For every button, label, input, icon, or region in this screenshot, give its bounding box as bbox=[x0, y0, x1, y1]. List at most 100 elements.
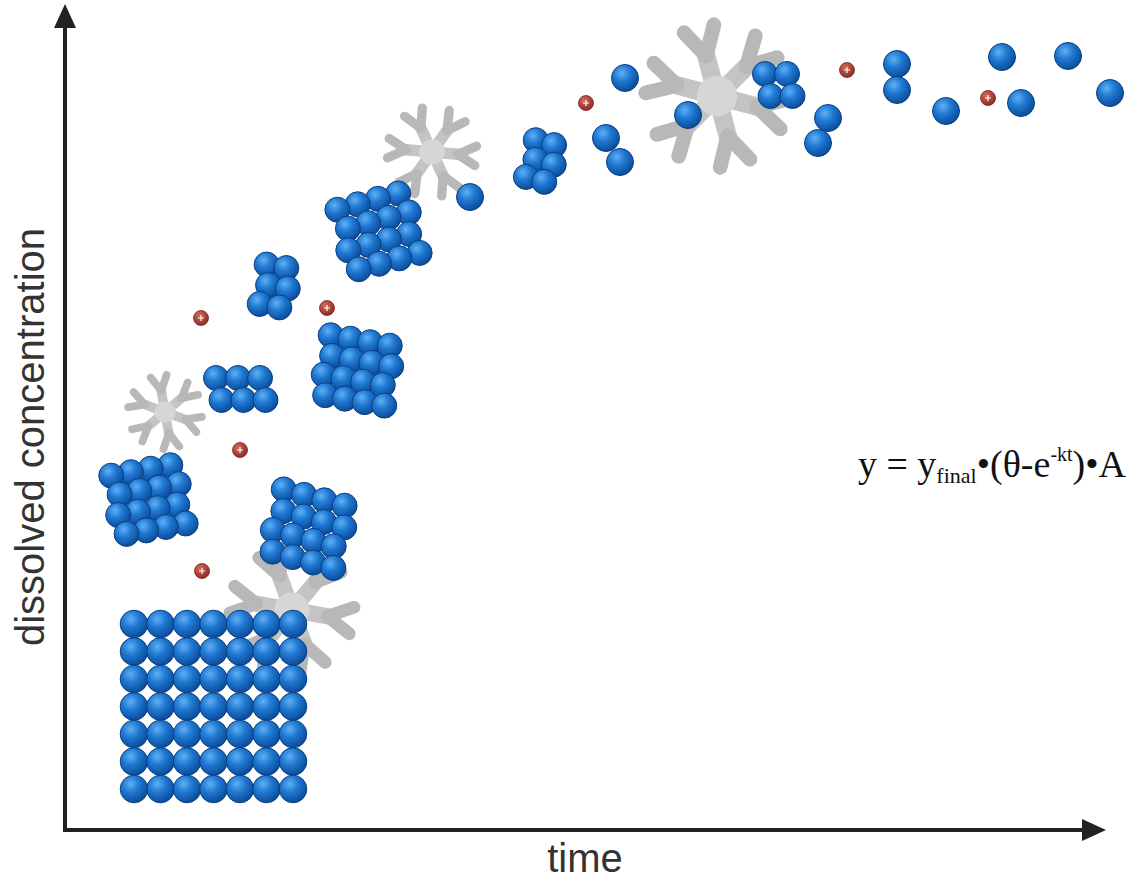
molecule-branch bbox=[719, 136, 728, 167]
particle bbox=[226, 665, 254, 693]
molecule-branch bbox=[388, 138, 407, 149]
ion bbox=[840, 63, 855, 78]
molecule-branch bbox=[132, 421, 148, 434]
molecule-branch bbox=[650, 63, 681, 85]
particle bbox=[267, 295, 292, 320]
molecule-core bbox=[151, 398, 178, 425]
particle bbox=[253, 720, 281, 748]
particle bbox=[147, 638, 175, 666]
molecule-branch bbox=[232, 586, 259, 603]
particle bbox=[120, 693, 148, 721]
molecule-branch bbox=[420, 108, 422, 128]
particle bbox=[231, 388, 256, 413]
molecule-branch bbox=[441, 176, 443, 196]
equation-subscript: final bbox=[936, 463, 976, 488]
ion bbox=[981, 91, 996, 106]
particle bbox=[675, 102, 702, 129]
axes bbox=[54, 4, 1106, 841]
equation-superscript: -kt bbox=[1050, 443, 1072, 465]
particle bbox=[147, 775, 175, 803]
particle bbox=[253, 748, 281, 776]
particle bbox=[120, 775, 148, 803]
particle bbox=[884, 51, 911, 78]
particle bbox=[173, 610, 201, 638]
molecule-branch bbox=[183, 419, 200, 432]
particle bbox=[120, 610, 148, 638]
particle bbox=[147, 693, 175, 721]
particle bbox=[226, 720, 254, 748]
particle bbox=[147, 748, 175, 776]
equation-part: •(θ-e bbox=[977, 443, 1051, 485]
ion bbox=[195, 564, 210, 579]
particle bbox=[933, 98, 960, 125]
particle bbox=[279, 693, 307, 721]
particle bbox=[253, 775, 281, 803]
grey-molecules bbox=[119, 12, 802, 679]
molecule-branch bbox=[161, 375, 167, 391]
particle bbox=[884, 77, 911, 104]
equation-part: )•A bbox=[1073, 443, 1126, 485]
particle bbox=[346, 257, 371, 282]
particle bbox=[173, 775, 201, 803]
particle bbox=[120, 638, 148, 666]
ion-charge bbox=[583, 100, 589, 106]
particle bbox=[612, 65, 639, 92]
molecule-branch bbox=[447, 120, 465, 132]
red-ions bbox=[194, 63, 996, 579]
particle bbox=[147, 665, 175, 693]
particle bbox=[815, 105, 842, 132]
ion bbox=[233, 443, 248, 458]
particle bbox=[1097, 80, 1124, 107]
particle bbox=[279, 748, 307, 776]
molecule-branch bbox=[753, 107, 784, 129]
grey-molecule bbox=[632, 12, 802, 180]
particle bbox=[780, 84, 805, 109]
particle bbox=[253, 693, 281, 721]
ion bbox=[579, 96, 594, 111]
equation: y = yfinal•(θ-e-kt)•A bbox=[858, 442, 1126, 489]
particle bbox=[279, 638, 307, 666]
particle bbox=[372, 393, 397, 418]
particle bbox=[775, 62, 800, 87]
particle bbox=[457, 184, 484, 211]
grey-molecule bbox=[119, 366, 212, 458]
particle bbox=[279, 775, 307, 803]
particle bbox=[120, 720, 148, 748]
ion-charge bbox=[237, 447, 243, 453]
particle bbox=[805, 130, 832, 157]
particle bbox=[173, 748, 201, 776]
molecule-branch bbox=[182, 390, 198, 403]
particle bbox=[200, 665, 228, 693]
y-arrowhead bbox=[54, 4, 76, 28]
particle bbox=[279, 720, 307, 748]
particle bbox=[209, 388, 234, 413]
particle bbox=[989, 44, 1016, 71]
x-arrowhead bbox=[1082, 819, 1106, 841]
particle bbox=[532, 169, 557, 194]
molecule-core bbox=[418, 138, 446, 166]
particle bbox=[200, 693, 228, 721]
particle bbox=[173, 693, 201, 721]
particle bbox=[279, 610, 307, 638]
particle bbox=[226, 693, 254, 721]
particle bbox=[120, 748, 148, 776]
particle bbox=[253, 388, 278, 413]
particle bbox=[226, 366, 251, 391]
particle bbox=[1055, 43, 1082, 70]
particle bbox=[1008, 90, 1035, 117]
particle bbox=[753, 62, 778, 87]
particle bbox=[173, 638, 201, 666]
ion-charge bbox=[198, 315, 204, 321]
blue-particles bbox=[99, 43, 1124, 803]
axis-title: dissolved concentration bbox=[8, 228, 53, 646]
ion bbox=[320, 301, 335, 316]
molecule-branch bbox=[706, 25, 715, 56]
molecule-branch bbox=[131, 392, 148, 405]
molecule-branch bbox=[325, 616, 352, 633]
particle bbox=[607, 149, 634, 176]
particle bbox=[204, 366, 229, 391]
particle bbox=[200, 748, 228, 776]
particle bbox=[120, 665, 148, 693]
ion-charge bbox=[324, 305, 330, 311]
